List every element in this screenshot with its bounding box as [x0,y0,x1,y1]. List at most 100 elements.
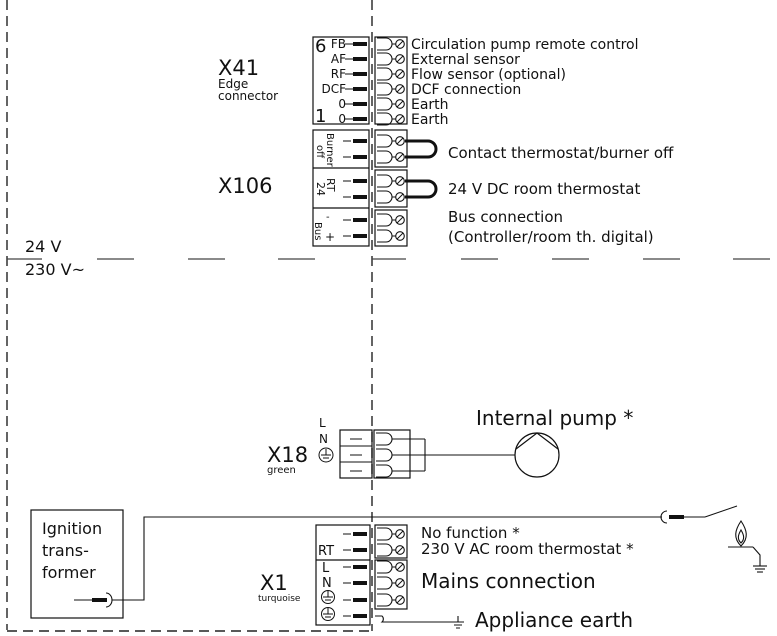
pin-icon [353,139,367,143]
x1-socket-1 [374,524,408,559]
x18-earth-icon [318,447,334,463]
x106-pin-row [343,150,405,164]
x1-room-thermostat: 230 V AC room thermostat * [421,540,634,558]
x18-pin-l: L [319,416,326,430]
x106-off-label: off [314,145,325,159]
x41-pin-description: Flow sensor (optional) [411,67,566,83]
x106-pin-row [343,229,405,243]
x1-appliance-earth: Appliance earth [475,608,633,632]
x106-pin-row [343,174,405,188]
pin-icon [353,548,367,552]
screw-terminal-icon [395,84,405,94]
x106-24-label: 24 [314,182,327,196]
pin-icon [353,532,367,536]
x106-socket-3 [374,209,408,247]
x41-pin-description: DCF connection [411,82,521,98]
x1-n-label: N [322,576,332,591]
pin-icon [353,87,367,91]
ignition-transformer-box [30,509,124,619]
x1-pin-row [343,614,367,618]
x18-socket [373,429,411,479]
ignition-cable [112,516,662,601]
pin-icon [353,155,367,159]
mains-voltage-label: 230 V~ [25,260,85,279]
socket-contact-icon [377,112,393,126]
pin-icon [353,598,367,602]
x1-no-function: No function * [421,524,520,542]
screw-terminal-icon [395,578,405,588]
x106-title: X106 [218,174,272,198]
x41-pin-description: Earth [411,97,449,113]
jumper-burner-off [405,139,438,159]
screw-terminal-icon [395,54,405,64]
ignition-label-1: Ignition [42,519,102,538]
x1-pin-row [343,560,405,574]
burner-flame-icon [728,520,767,573]
screw-terminal-icon [395,69,405,79]
appliance-earth-wire [375,615,459,623]
x106-desc-room-thermostat: 24 V DC room thermostat [448,180,640,198]
x106-rt-label: RT [324,178,337,192]
x1-pin-row [343,576,405,590]
screw-terminal-icon [395,545,405,555]
x1-l-label: L [322,561,330,576]
x18-title: X18 [267,443,308,467]
x106-burner-label: Burner [324,133,335,168]
ignition-label-2: trans- [42,541,89,560]
pin-icon [353,117,367,121]
screw-terminal-icon [395,562,405,572]
x106-socket-1 [374,129,408,168]
x1-socket-2 [374,559,408,610]
x106-plug [312,129,370,247]
appliance-earth-icon [452,621,464,629]
screw-terminal-icon [395,231,405,241]
x41-pin-description: Earth [411,112,449,128]
pin-icon [353,195,367,199]
socket-contact-icon [377,97,393,111]
x41-pin-number-top: 6 [315,36,326,57]
pump-label: Internal pump * [476,406,633,430]
x41-pin-code: DCF [321,82,346,96]
screw-terminal-icon [395,215,405,225]
x41-title: X41 [218,56,259,80]
x41-pin-code: RF [331,67,346,81]
socket-contact-icon [377,150,393,164]
x106-pin-row [343,134,405,148]
socket-contact-icon [377,82,393,96]
x106-bus-label: Bus [312,222,323,240]
low-voltage-label: 24 V [25,237,61,256]
x41-plug [312,36,370,125]
socket-contact-icon [377,560,393,574]
socket-contact-icon [377,37,393,51]
screw-terminal-icon [395,39,405,49]
x41-pin-code: FB [331,37,346,51]
x41-subtitle-1: Edge [218,77,248,91]
socket-contact-icon [377,543,393,557]
ignition-label-3: former [42,563,96,582]
x106-socket-2 [374,169,408,208]
x1-pin-row [343,593,405,607]
x18-contacts [376,432,515,478]
socket-contact-icon [377,576,393,590]
x41-pin-number-bottom: 1 [315,106,326,127]
x106-desc-burner-off: Contact thermostat/burner off [448,144,674,162]
x41-subtitle-2: connector [218,89,278,103]
x106-bus-plus: + [325,230,335,244]
socket-contact-icon [377,67,393,81]
x41-socket [374,36,408,125]
x18-color-label: green [267,465,296,476]
x41-pin-code: AF [331,52,346,66]
socket-contact-icon [377,134,393,148]
x41-pin-code: 0 [338,97,346,111]
spark-gap [704,505,738,518]
socket-contact-icon [377,52,393,66]
screw-terminal-icon [395,152,405,162]
socket-contact-icon [377,213,393,227]
socket-contact-icon [377,593,393,607]
screw-terminal-icon [395,176,405,186]
x1-pin-row [343,527,405,541]
